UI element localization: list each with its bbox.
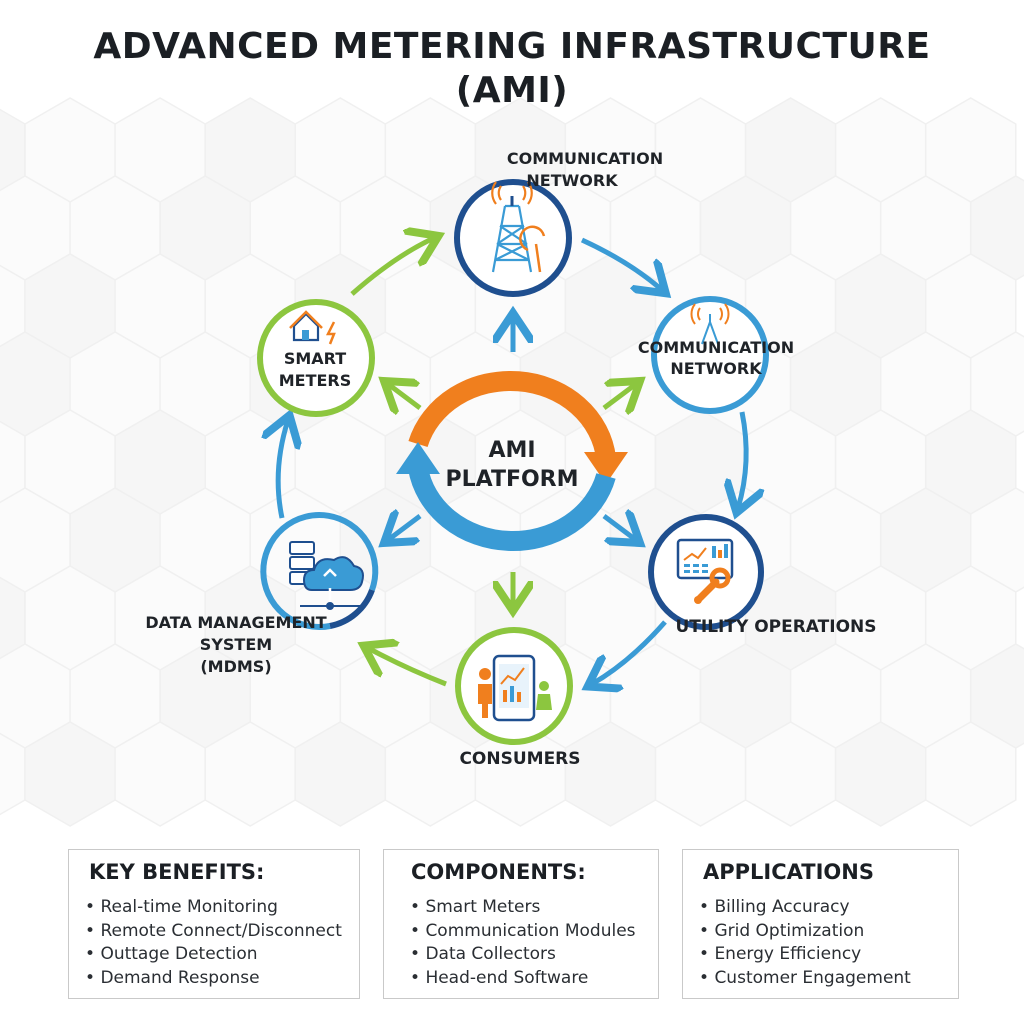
list-item: Demand Response — [85, 967, 342, 991]
list-item: Head-end Software — [410, 967, 636, 991]
arrow-comm-right-to-utility — [738, 411, 746, 508]
list-item: Energy Efficiency — [699, 943, 911, 967]
node-communication-network-top — [454, 179, 572, 297]
comm-right-label-line1: COMMUNICATION — [638, 338, 794, 357]
mdms-label-line2: SYSTEM — [200, 635, 272, 654]
arrow-center-to-utility — [602, 516, 636, 540]
arrow-utility-to-consumers — [592, 620, 667, 684]
node-utility-operations — [648, 514, 764, 630]
arrow-center-to-mdms — [388, 516, 422, 540]
background-hexagon — [924, 721, 1017, 827]
comm-right-label-line2: NETWORK — [670, 359, 762, 378]
comm-top-label-line1: COMMUNICATION — [507, 149, 663, 168]
ami-platform-ring — [396, 371, 628, 552]
key-benefits-box: KEY BENEFITS: Real-time Monitoring Remot… — [68, 849, 360, 999]
comm-top-label-line2: NETWORK — [526, 171, 618, 190]
mdms-label-line1: DATA MANAGEMENT — [145, 613, 326, 632]
list-item: Customer Engagement — [699, 967, 910, 991]
house-bolt-icon — [289, 310, 336, 345]
list-item: Communication Modules — [410, 920, 635, 944]
key-benefits-list: Real-time Monitoring Remote Connect/Disc… — [85, 896, 342, 991]
key-benefits-heading: KEY BENEFITS: — [89, 860, 265, 884]
applications-list: Billing Accuracy Grid Optimization Energ… — [699, 896, 911, 991]
page-title-abbrev: (AMI) — [455, 70, 569, 111]
arrow-center-to-smart-meters — [388, 384, 422, 408]
node-smart-meters — [257, 299, 375, 417]
components-box: COMPONENTS: Smart Meters Communication M… — [383, 849, 659, 999]
node-consumers — [455, 627, 573, 745]
antenna-icon — [690, 303, 730, 345]
mdms-label-line3: (MDMS) — [200, 657, 271, 676]
node-data-management-system — [260, 512, 379, 631]
smart-meters-label-line1: SMART — [284, 349, 346, 368]
utility-label: UTILITY OPERATIONS — [675, 617, 876, 637]
arrow-consumers-to-mdms — [368, 648, 447, 687]
center-label-line2: PLATFORM — [445, 467, 578, 492]
list-item: Billing Accuracy — [699, 896, 911, 920]
list-item: Smart Meters — [410, 896, 636, 920]
arrow-comm-top-to-comm-right — [580, 237, 662, 290]
dashboard-wrench-icon — [676, 538, 734, 604]
arrow-smart-meters-to-comm-top — [350, 238, 434, 296]
ami-diagram: AMI PLATFORM COMMUNICATION NETWORK COMMU… — [145, 149, 876, 769]
center-label-line1: AMI — [488, 438, 535, 463]
cell-tower-icon — [491, 181, 546, 273]
applications-box: APPLICATIONS Billing Accuracy Grid Optim… — [682, 849, 959, 999]
consumers-label: CONSUMERS — [459, 749, 580, 769]
smart-meters-label-line2: METERS — [279, 371, 352, 390]
phone-family-icon — [478, 654, 552, 722]
components-heading: COMPONENTS: — [411, 860, 586, 884]
arrow-center-to-comm-right — [602, 384, 636, 408]
list-item: Data Collectors — [410, 943, 636, 967]
node-communication-network-right — [651, 296, 769, 414]
list-item: Remote Connect/Disconnect — [85, 920, 341, 944]
list-item: Outtage Detection — [85, 943, 342, 967]
applications-heading: APPLICATIONS — [703, 860, 874, 884]
list-item: Grid Optimization — [699, 920, 911, 944]
arrow-mdms-to-smart-meters — [278, 420, 288, 519]
server-cloud-icon — [289, 541, 364, 610]
list-item: Real-time Monitoring — [85, 896, 342, 920]
page-title: ADVANCED METERING INFRASTRUCTURE — [93, 26, 931, 67]
components-list: Smart Meters Communication Modules Data … — [410, 896, 636, 991]
